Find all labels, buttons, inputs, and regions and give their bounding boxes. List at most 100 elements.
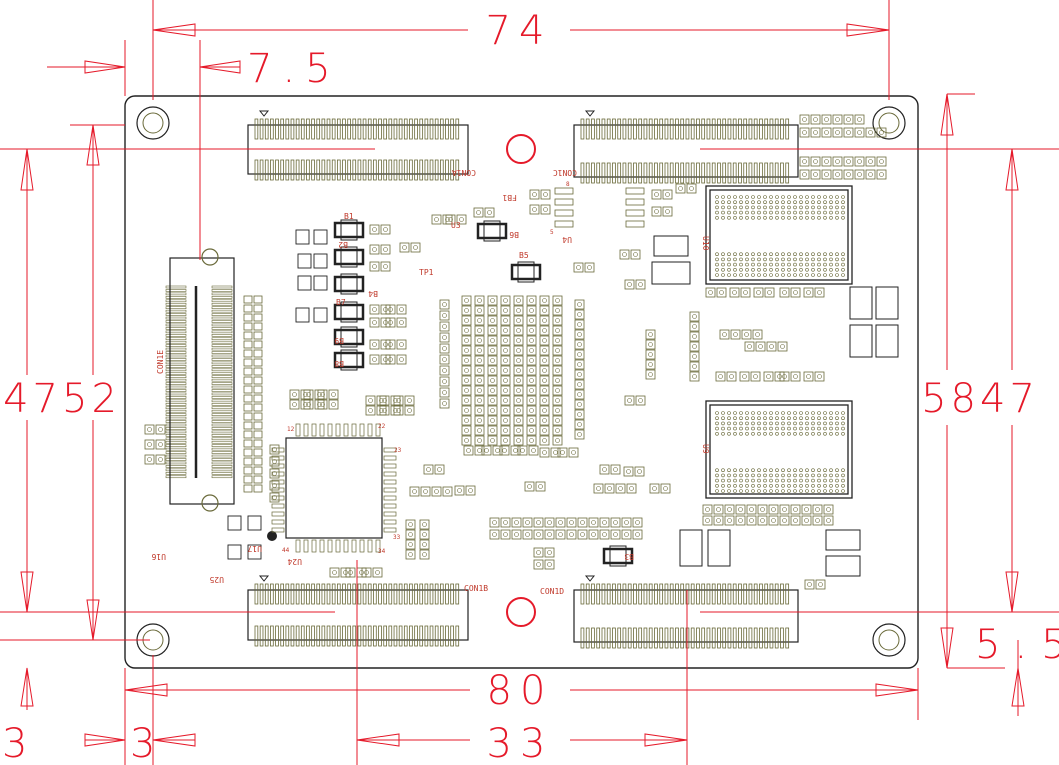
- label-pin5: 5: [550, 229, 554, 236]
- dim-left-height: 4752: [3, 376, 121, 422]
- passive-component: [526, 385, 537, 396]
- passive-component: [574, 419, 585, 430]
- passive-component: [552, 395, 563, 406]
- passive-component: [526, 335, 537, 346]
- passive-component: [724, 515, 746, 526]
- mounting-hole: [872, 106, 906, 140]
- label-u24: U24: [287, 557, 302, 566]
- passive-component: [487, 375, 498, 386]
- passive-component: [474, 345, 485, 356]
- passive-component: [489, 517, 511, 528]
- passive-component: [812, 515, 834, 526]
- passive-component: [419, 529, 430, 540]
- passive-component: [385, 317, 407, 328]
- passive-component: [526, 435, 537, 446]
- passive-component: [500, 405, 511, 416]
- passive-component: [599, 517, 621, 528]
- passive-component: [624, 279, 646, 290]
- label-pin8: 8: [566, 181, 570, 188]
- passive-component: [361, 567, 383, 578]
- passive-component: [574, 349, 585, 360]
- passive-component: [409, 486, 431, 497]
- fiducial-mark: [506, 134, 536, 164]
- passive-component: [500, 435, 511, 446]
- mounting-hole: [136, 106, 170, 140]
- mounting-hole: [872, 623, 906, 657]
- passive-component: [645, 329, 656, 340]
- passive-component: [539, 405, 550, 416]
- label-u10: U10: [701, 236, 710, 251]
- passive-component: [419, 539, 430, 550]
- passive-component: [779, 371, 801, 382]
- passive-component: [500, 305, 511, 316]
- passive-component: [405, 529, 416, 540]
- passive-component: [526, 375, 537, 386]
- passive-component: [533, 559, 555, 570]
- label-con1c: CON1C: [553, 168, 577, 177]
- passive-component: [865, 169, 887, 180]
- label-u16: U16: [151, 552, 166, 561]
- passive-component: [799, 114, 821, 125]
- passive-component: [500, 395, 511, 406]
- passive-component: [702, 504, 724, 515]
- passive-component: [511, 517, 533, 528]
- passive-component: [526, 355, 537, 366]
- label-pin44: 44: [282, 547, 290, 554]
- passive-component: [574, 329, 585, 340]
- passive-component: [500, 315, 511, 326]
- passive-component: [317, 389, 339, 400]
- passive-component: [513, 375, 524, 386]
- fiducial-mark: [506, 597, 536, 627]
- passive-component: [269, 468, 280, 479]
- components: [144, 114, 899, 590]
- passive-component: [513, 365, 524, 376]
- passive-component: [539, 415, 550, 426]
- passive-component: [533, 529, 555, 540]
- passive-component: [799, 127, 821, 138]
- connectors: [165, 110, 799, 649]
- passive-component: [649, 483, 671, 494]
- passive-component: [552, 315, 563, 326]
- passive-component: [623, 466, 645, 477]
- dimension-values: 74 7.5 4752 5847 5.5 80 3 3 33: [2, 8, 1059, 765]
- passive-component: [526, 315, 537, 326]
- label-u17: U17: [247, 544, 262, 553]
- passive-component: [405, 519, 416, 530]
- passive-component: [393, 395, 415, 406]
- passive-component: [768, 515, 790, 526]
- passive-component: [552, 385, 563, 396]
- passive-component: [487, 325, 498, 336]
- passive-component: [461, 305, 472, 316]
- label-con1d: CON1D: [540, 587, 564, 596]
- passive-component: [513, 315, 524, 326]
- passive-component: [500, 415, 511, 426]
- label-b4: B4: [368, 289, 378, 298]
- passive-component: [144, 454, 166, 465]
- passive-component: [461, 405, 472, 416]
- passive-component: [552, 425, 563, 436]
- passive-component: [461, 425, 472, 436]
- passive-component: [439, 332, 450, 343]
- passive-component: [724, 504, 746, 515]
- dim-bottom-left-a: 3: [2, 721, 27, 765]
- passive-component: [513, 335, 524, 346]
- passive-component: [481, 445, 503, 456]
- passive-component: [513, 385, 524, 396]
- label-pin22: 22: [378, 423, 386, 430]
- passive-component: [439, 365, 450, 376]
- passive-component: [513, 305, 524, 316]
- passive-component: [526, 365, 537, 376]
- passive-component: [144, 439, 166, 450]
- passive-component: [454, 485, 476, 496]
- passive-component: [369, 317, 391, 328]
- passive-component: [526, 405, 537, 416]
- passive-component: [431, 486, 453, 497]
- passive-component: [439, 299, 450, 310]
- passive-component: [577, 517, 599, 528]
- passive-component: [405, 539, 416, 550]
- passive-component: [651, 206, 673, 217]
- label-pin12: 12: [287, 426, 295, 433]
- passive-component: [689, 341, 700, 352]
- passive-component: [529, 189, 551, 200]
- passive-component: [369, 261, 391, 272]
